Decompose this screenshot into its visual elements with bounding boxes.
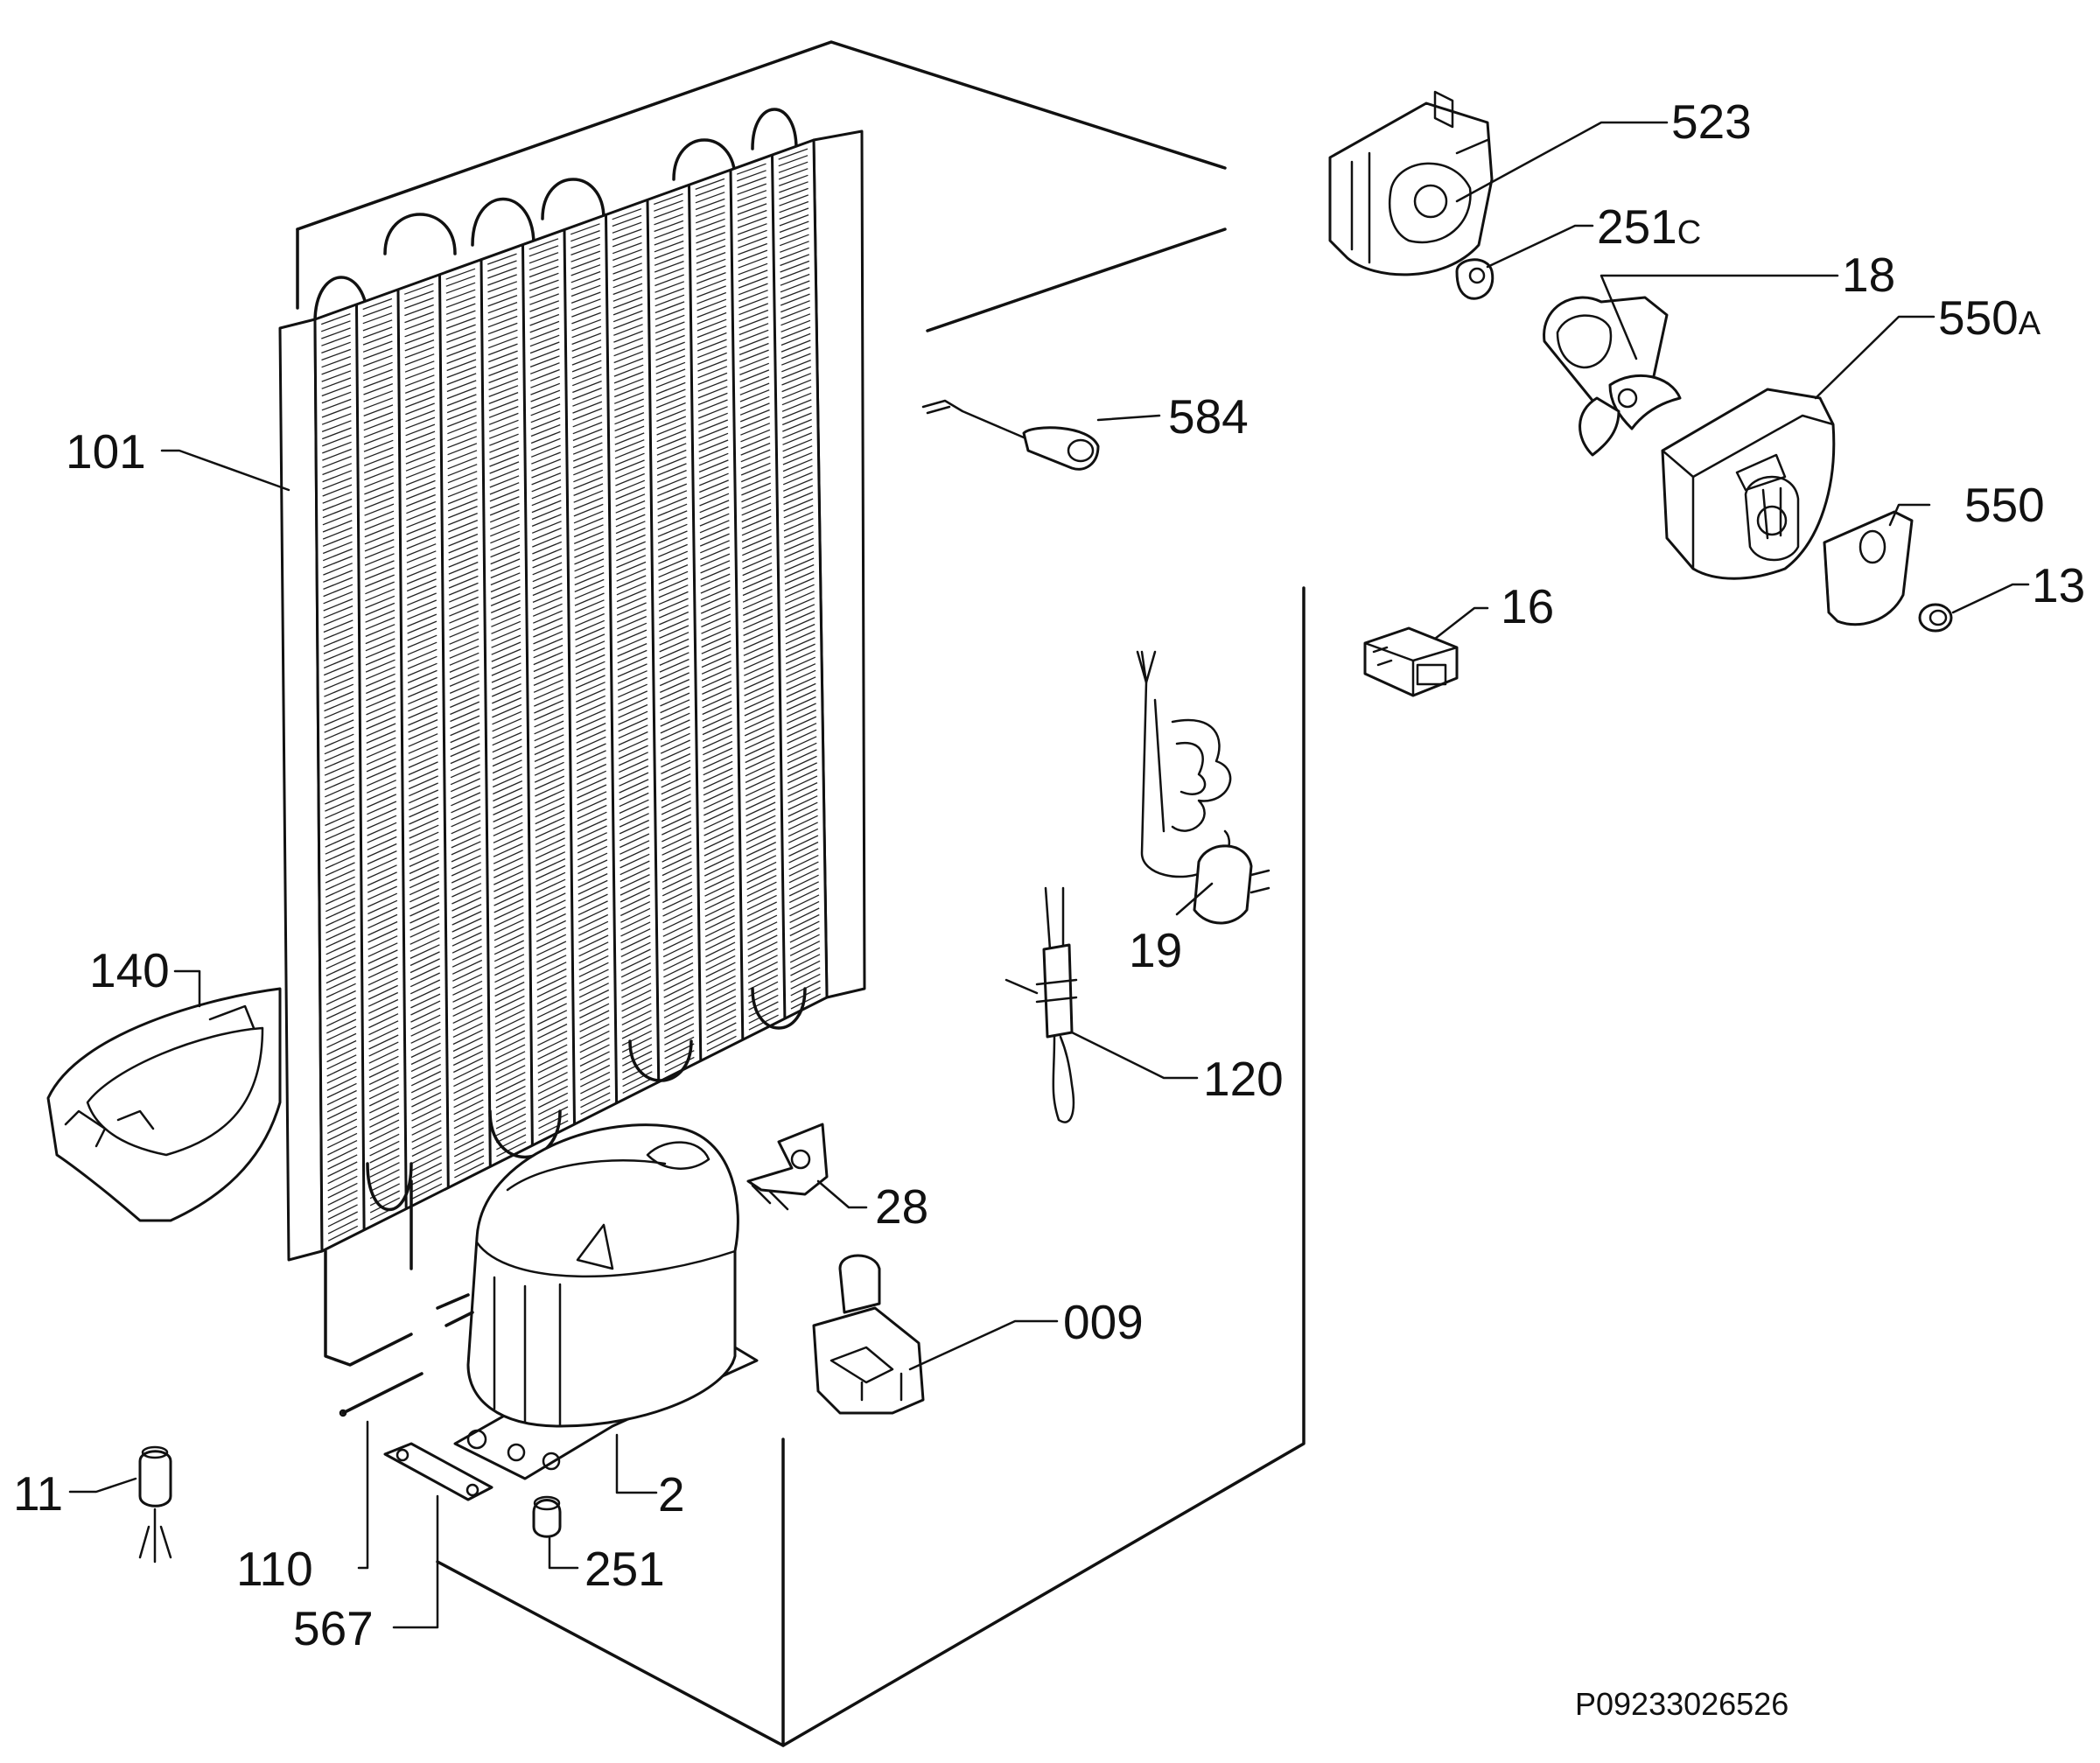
condenser-101: [278, 108, 866, 1417]
clip-28: [746, 1123, 829, 1211]
label-2: 2: [658, 1467, 685, 1522]
label-13: 13: [2032, 558, 2085, 612]
lamp-cover-550: [1823, 510, 1914, 626]
sensor-584: [921, 399, 1100, 471]
thermostat-120: [1004, 886, 1078, 1123]
relay-009: [812, 1254, 925, 1415]
label-16: 16: [1501, 579, 1554, 633]
label-28: 28: [875, 1179, 928, 1234]
label-18: 18: [1842, 248, 1895, 302]
label-251c: 251C: [1597, 199, 1701, 254]
condenser-fins: [320, 148, 821, 1242]
label-19: 19: [1129, 923, 1182, 977]
label-584: 584: [1168, 389, 1249, 444]
label-523: 523: [1671, 94, 1752, 149]
grommet-251: [532, 1495, 562, 1538]
leader-lines: [68, 121, 2030, 1629]
fan-housing-523: [1328, 90, 1494, 276]
cabinet-outline: [296, 40, 1306, 1747]
label-550a: 550A: [1938, 290, 2041, 345]
label-009: 009: [1063, 1295, 1144, 1349]
mounting-plate-567: [383, 1442, 494, 1501]
label-550: 550: [1964, 478, 2045, 532]
lamp-13: [1918, 603, 1953, 633]
drip-tray-140: [46, 987, 282, 1222]
document-code: P09233026526: [1575, 1686, 1788, 1722]
label-120: 120: [1203, 1052, 1284, 1106]
label-251: 251: [584, 1542, 665, 1596]
washer-251c: [1455, 258, 1494, 300]
label-101: 101: [66, 424, 146, 479]
label-140: 140: [89, 943, 170, 997]
label-567: 567: [293, 1601, 374, 1655]
fan-motor-18: [1543, 296, 1682, 457]
fan-cover-550a: [1661, 388, 1836, 580]
compressor-2: [436, 1123, 759, 1480]
switch-16: [1363, 626, 1459, 697]
callout-labels: 523 251C 18 550A 584 101 550 13 16 19 14…: [13, 94, 2085, 1722]
label-11: 11: [13, 1466, 63, 1521]
label-110: 110: [236, 1542, 313, 1596]
valve-11: [138, 1445, 172, 1564]
power-cord-19: [1136, 650, 1270, 925]
